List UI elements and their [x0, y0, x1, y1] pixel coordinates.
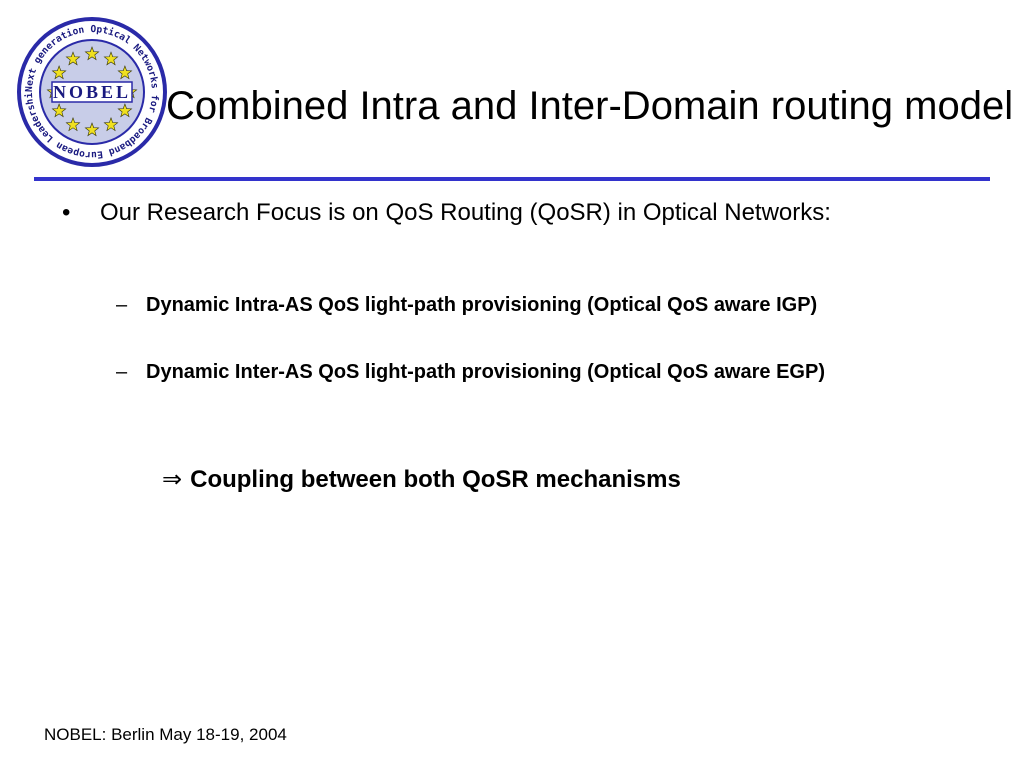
logo-center-text: NOBEL	[53, 82, 131, 102]
nobel-logo: Next generation Optical Networks for Bro…	[13, 8, 168, 168]
star-icon	[51, 103, 67, 118]
star-icon	[65, 51, 81, 66]
sub-bullet-text: Dynamic Inter-AS QoS light-path provisio…	[146, 361, 825, 383]
star-icon	[103, 51, 119, 66]
implies-arrow-icon: ⇒	[162, 465, 183, 493]
sub-bullet: – Dynamic Inter-AS QoS light-path provis…	[116, 356, 876, 388]
main-bullet: • Our Research Focus is on QoS Routing (…	[62, 196, 936, 230]
star-icon	[51, 65, 67, 80]
star-icon	[84, 46, 100, 61]
star-icon	[117, 103, 133, 118]
bullet-dot: •	[62, 199, 71, 226]
sub-bullet-text: Dynamic Intra-AS QoS light-path provisio…	[146, 294, 818, 316]
star-icon	[117, 65, 133, 80]
star-icon	[103, 117, 119, 132]
slide-footer: NOBEL: Berlin May 18-19, 2004	[44, 725, 287, 744]
conclusion-line: ⇒ Coupling between both QoSR mechanisms	[162, 463, 681, 496]
sub-bullet-dash: –	[116, 294, 128, 316]
star-icon	[65, 117, 81, 132]
sub-bullet: – Dynamic Intra-AS QoS light-path provis…	[116, 289, 876, 321]
sub-bullet-dash: –	[116, 361, 128, 383]
main-bullet-text: Our Research Focus is on QoS Routing (Qo…	[100, 199, 831, 226]
title-divider	[34, 177, 990, 181]
slide-title: Combined Intra and Inter-Domain routing …	[166, 84, 1014, 128]
nobel-logo-graphic: Next generation Optical Networks for Bro…	[13, 8, 167, 167]
conclusion-text: Coupling between both QoSR mechanisms	[190, 466, 681, 493]
star-icon	[84, 122, 100, 137]
